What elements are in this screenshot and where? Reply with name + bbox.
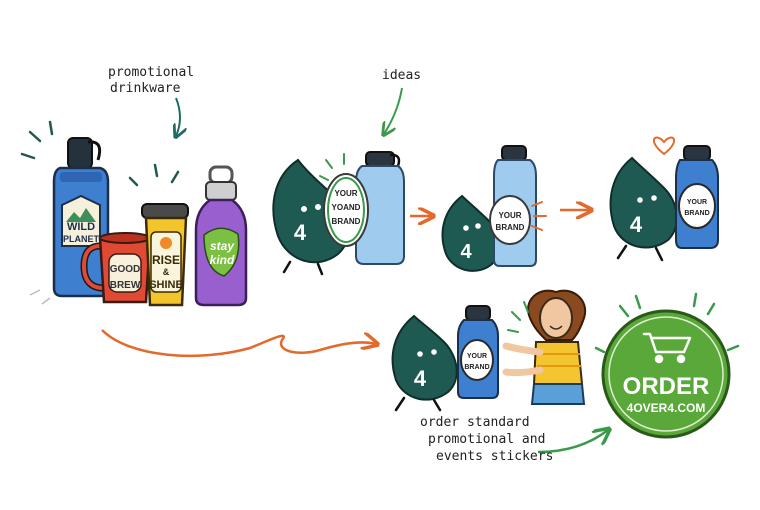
mascot-step4 — [391, 314, 458, 412]
customer-figure — [502, 289, 587, 405]
caption-arrow — [176, 97, 180, 136]
caption-order-line1: order standard — [420, 415, 530, 430]
water-bottle — [52, 137, 110, 298]
sparkle-lines-icon — [319, 153, 345, 181]
order-badge-title: ORDER — [623, 373, 710, 400]
mascot-number-step2: 4 — [460, 241, 472, 263]
tumbler-label-line2: & — [163, 267, 170, 277]
brand-sticker-step1 — [323, 173, 369, 247]
mascot-number-step3: 4 — [630, 212, 643, 237]
mug-label-line1: GOOD — [110, 264, 141, 275]
sparkle-lines-icon — [20, 120, 180, 187]
order-badge-site: 4OVER4.COM — [627, 401, 706, 415]
flow-arrow-long — [101, 329, 376, 358]
caption-order-line2: promotional and — [428, 432, 546, 447]
mug-label-line2: BREW — [110, 280, 141, 291]
brand-sticker-step2 — [489, 195, 531, 245]
mascot-number-step1: 4 — [294, 220, 307, 245]
caption-drinkware: drinkware — [110, 81, 181, 96]
steel-bottle-label-line2: kind — [210, 253, 235, 267]
sticker-step4-line1: YOUR — [467, 353, 487, 360]
brand-sticker-step3 — [678, 183, 716, 229]
tumbler-label-line3: SHINE — [149, 279, 183, 291]
flow-arrow-order — [537, 430, 608, 454]
mascot-step3 — [609, 156, 678, 262]
sticker-step2-line2: BRAND — [496, 223, 525, 232]
sticker-step2-line1: YOUR — [498, 211, 521, 220]
mug — [80, 232, 152, 304]
steel-bottle — [194, 165, 248, 307]
mascot-number-step4: 4 — [414, 366, 427, 391]
sticker-step1-line2: YOAND — [332, 203, 361, 212]
tumbler-label-line1: RISE — [152, 253, 180, 267]
caption-order-line3: events stickers — [436, 449, 554, 464]
heart-icon — [652, 136, 676, 156]
brand-sticker-step4 — [460, 339, 494, 381]
tumbler — [141, 203, 189, 307]
sticker-step1-line1: YOUR — [334, 189, 357, 198]
sparkle-lines-icon — [507, 301, 529, 333]
sticker-step1-line3: BRAND — [332, 217, 361, 226]
water-bottle-label-line2: PLANET — [63, 234, 100, 244]
steel-bottle-label-line1: stay — [210, 239, 235, 253]
water-bottle-label-line1: WILD — [67, 221, 95, 233]
caption-arrow-ideas — [384, 87, 403, 134]
caption-ideas: ideas — [382, 68, 422, 83]
sticker-step4-line2: BRAND — [464, 364, 489, 371]
order-button[interactable] — [601, 309, 731, 439]
sparkle-lines-icon — [594, 292, 740, 354]
sticker-step3-line2: BRAND — [684, 210, 709, 217]
sparkle-lines-icon — [531, 201, 547, 231]
shopping-cart-icon — [642, 332, 692, 364]
water-bottle-step1 — [355, 151, 405, 265]
sticker-step3-line1: YOUR — [687, 199, 707, 206]
mascot-step2 — [441, 194, 501, 272]
caption-promotional: promotional — [108, 65, 195, 80]
